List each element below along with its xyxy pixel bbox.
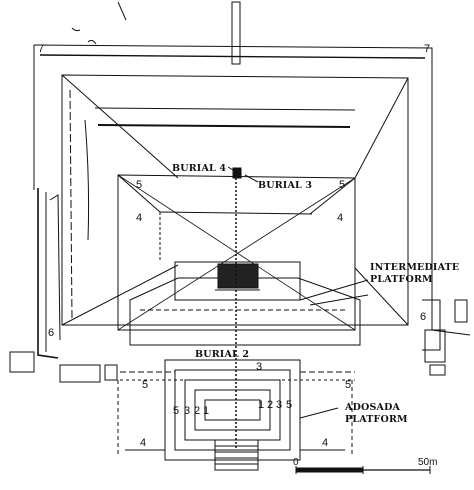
intermediate-platform-outline — [129, 277, 361, 346]
stage-6-number-right: 6 — [420, 311, 426, 323]
adosada-stage-5-right: 5 — [286, 399, 292, 411]
stage-5-number-lower-right: 5 — [345, 379, 351, 391]
stage-3-number: 3 — [256, 361, 262, 373]
stage-4-number-left: 4 — [136, 212, 142, 224]
stage-4-number-lower-left: 4 — [140, 437, 146, 449]
plan-linework — [9, 1, 471, 474]
scale-start-label: 0 — [293, 457, 299, 468]
burial-3-chamber — [217, 263, 259, 289]
burial-3-label: BURIAL 3 — [258, 180, 312, 191]
adosada-platform-outline — [164, 359, 301, 461]
adosada-stage-3-right: 3 — [276, 399, 282, 411]
stage-4-number-lower-right: 4 — [322, 437, 328, 449]
stage-7-number-right: 7 — [424, 43, 430, 55]
burial-4-label: BURIAL 4 — [172, 163, 226, 174]
stage-5-number-top-right: 5 — [339, 179, 345, 191]
stage-5-number-lower-left: 5 — [142, 379, 148, 391]
stage-7-outline — [33, 44, 471, 336]
stage-7-number-left: 7 — [38, 43, 44, 55]
front-stair — [214, 439, 259, 471]
intermediate-platform-label-line2: PLATFORM — [370, 274, 433, 285]
adosada-stage-5-left: 5 — [173, 405, 179, 417]
scale-end-label: 50m — [418, 457, 437, 468]
intermediate-platform-label-line1: INTERMEDIATE — [370, 262, 459, 273]
adosada-stage-2-left: 2 — [194, 405, 200, 417]
adosada-platform-label-line1: ADOSADA — [344, 402, 401, 413]
adosada-platform-label-line2: PLATFORM — [345, 414, 408, 425]
adosada-stage-1-left: 1 — [203, 405, 209, 417]
stage-6-number-left: 6 — [48, 327, 54, 339]
adosada-stage-1-right: 1 — [258, 399, 264, 411]
burial-2-label: BURIAL 2 — [195, 349, 249, 360]
stage-4-number-right: 4 — [337, 212, 343, 224]
adosada-stage-3-left: 3 — [184, 405, 190, 417]
adosada-stage-2-right: 2 — [267, 399, 273, 411]
stage-5-number-top-left: 5 — [136, 179, 142, 191]
